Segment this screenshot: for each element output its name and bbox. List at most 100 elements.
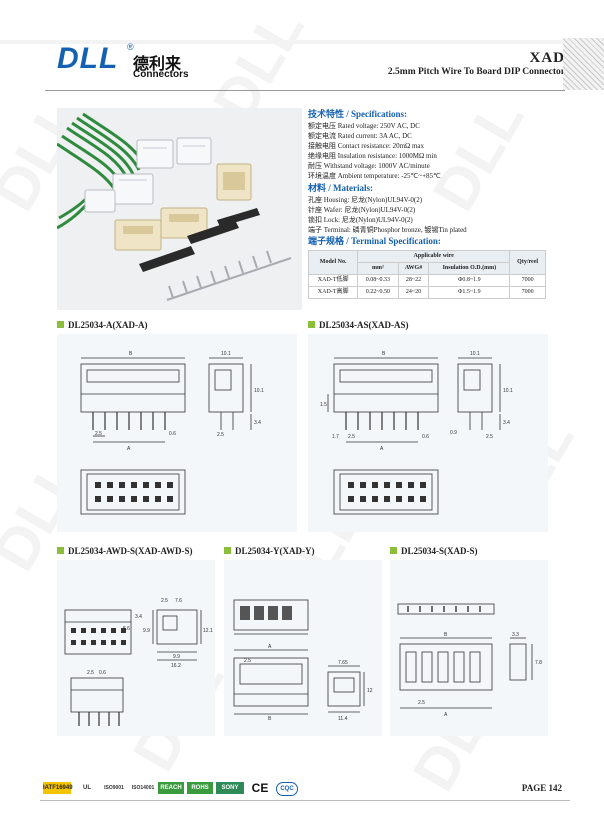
cell-qty: 7000 bbox=[509, 273, 546, 287]
title-square-icon bbox=[308, 321, 315, 328]
dimension-label: 1.7 bbox=[332, 434, 339, 440]
cell-od: Φ0.8~1.9 bbox=[428, 273, 511, 287]
table-header-qty: Qty/reel bbox=[509, 249, 546, 275]
dimension-label: A bbox=[380, 446, 384, 452]
product-photo bbox=[57, 108, 302, 310]
dimension-label: A bbox=[444, 712, 448, 718]
dimension-label: A bbox=[127, 446, 131, 452]
drawing-panel-awd: 2.5 7.6 3.4 9.9 12.1 9.9 16.2 2.5 0.6 5.… bbox=[57, 560, 215, 736]
dimension-label: 7.6 bbox=[175, 598, 182, 604]
title-square-icon bbox=[390, 547, 397, 554]
registered-mark: ® bbox=[127, 42, 134, 52]
dimension-label: 2.5 bbox=[486, 434, 493, 440]
dimension-label: 3.4 bbox=[503, 420, 510, 426]
dimension-label: 2.5 bbox=[217, 432, 224, 438]
dimension-label: 9.9 bbox=[173, 654, 180, 660]
dimension-label: 10.1 bbox=[503, 388, 513, 394]
dimension-label: 2.5 bbox=[87, 670, 94, 676]
material-line: 孔座 Housing: 尼龙(Nylon)UL94V-0(2) bbox=[308, 195, 423, 204]
table-header-model: Model No. bbox=[307, 249, 359, 275]
dimension-label: 7.8 bbox=[535, 660, 542, 666]
page-number: PAGE 142 bbox=[521, 783, 562, 793]
table-header-od: Insulation O.D.(mm) bbox=[428, 261, 511, 275]
cell-awg: 28~22 bbox=[397, 273, 430, 287]
reach-cert-badge: REACH bbox=[158, 782, 184, 794]
header-stripe bbox=[0, 40, 604, 44]
iatf-cert-badge: IATF16949 bbox=[43, 782, 73, 794]
spec-line: 额定电压 Rated voltage: 250V AC, DC bbox=[308, 122, 420, 130]
iso9001-cert-badge: ISO9001 bbox=[104, 785, 124, 791]
drawing-title-text: DL25034-A(XAD-A) bbox=[68, 320, 148, 330]
drawing-title-y: DL25034-Y(XAD-Y) bbox=[224, 546, 315, 556]
hatch-decoration bbox=[563, 38, 604, 90]
table-header-applicable: Applicable wire bbox=[357, 249, 511, 263]
material-line: 针座 Wafer: 尼龙(Nylon)UL94V-0(2) bbox=[308, 205, 416, 214]
dimension-label: 0.6 bbox=[99, 670, 106, 676]
drawing-panel-s: B A 2.5 3.3 7.8 bbox=[390, 560, 548, 736]
dimension-label: 12.1 bbox=[203, 628, 213, 634]
dimension-label: 9.9 bbox=[143, 628, 150, 634]
dimension-label: B bbox=[444, 632, 448, 638]
cell-awg: 24~20 bbox=[397, 285, 430, 299]
dimension-label: B bbox=[382, 351, 386, 357]
dimension-label: B bbox=[268, 716, 272, 722]
materials-heading: 材料 / Materials: bbox=[308, 182, 373, 193]
dimension-label: 2.5 bbox=[95, 431, 102, 437]
dimension-label: 10.1 bbox=[221, 351, 231, 357]
title-square-icon bbox=[57, 547, 64, 554]
series-title: XAD bbox=[529, 50, 565, 66]
sony-cert-badge: SONY bbox=[216, 782, 244, 794]
table-row: XAD-T高脚 0.22~0.50 24~20 Φ1.5~1.9 7000 bbox=[307, 285, 546, 299]
table-header-mm: mm² bbox=[357, 261, 399, 275]
dimension-label: 5.6 bbox=[123, 626, 130, 632]
brand-logo: DLL bbox=[57, 42, 119, 75]
drawing-title-text: DL25034-Y(XAD-Y) bbox=[235, 546, 315, 556]
terminal-spec-table: Model No. Applicable wire Qty/reel mm² A… bbox=[307, 249, 546, 299]
dimension-label: 16.2 bbox=[171, 663, 181, 669]
dimension-label: 7.65 bbox=[338, 660, 348, 666]
dimension-label: 3.3 bbox=[512, 632, 519, 638]
dimension-label: 2.5 bbox=[244, 658, 251, 664]
title-square-icon bbox=[57, 321, 64, 328]
material-line: 端子 Terminal: 磷青铜Phosphor bronze, 镀锡Tin p… bbox=[308, 225, 467, 234]
dimension-label: 10.1 bbox=[470, 351, 480, 357]
cell-od: Φ1.5~1.9 bbox=[428, 285, 511, 299]
cell-mm: 0.22~0.50 bbox=[357, 285, 399, 299]
drawing-title-text: DL25034-AS(XAD-AS) bbox=[319, 320, 409, 330]
rohs-cert-badge: ROHS bbox=[187, 782, 213, 794]
spec-line: 接触电阻 Contact resistance: 20mΩ max bbox=[308, 142, 425, 151]
cell-model: XAD-T高脚 bbox=[307, 285, 359, 299]
cell-qty: 7000 bbox=[509, 285, 546, 299]
drawing-title-a: DL25034-A(XAD-A) bbox=[57, 320, 148, 330]
cqc-cert-badge: CQC bbox=[276, 782, 298, 796]
dimension-label: B bbox=[129, 351, 133, 357]
drawing-title-s: DL25034-S(XAD-S) bbox=[390, 546, 478, 556]
spec-line: 环境温度 Ambient temperature: -25℃~+85℃ bbox=[308, 172, 441, 181]
brand-chinese-name: 德利来 bbox=[133, 54, 182, 73]
footer-divider bbox=[40, 800, 570, 801]
cell-mm: 0.08~0.33 bbox=[357, 273, 399, 287]
drawing-title-as: DL25034-AS(XAD-AS) bbox=[308, 320, 409, 330]
spec-line: 耐压 Withstand voltage: 1000V AC/minute bbox=[308, 162, 430, 171]
table-header-awg: AWG# bbox=[397, 261, 430, 275]
drawing-title-awd: DL25034-AWD-S(XAD-AWD-S) bbox=[57, 546, 193, 556]
dimension-label: A bbox=[268, 644, 272, 650]
spec-line: 额定电流 Rated current: 3A AC, DC bbox=[308, 132, 412, 141]
dimension-label: 0.6 bbox=[422, 434, 429, 440]
dimension-label: 2.5 bbox=[161, 598, 168, 604]
series-subtitle: 2.5mm Pitch Wire To Board DIP Connector bbox=[387, 67, 565, 77]
drawing-title-text: DL25034-AWD-S(XAD-AWD-S) bbox=[68, 546, 193, 556]
title-square-icon bbox=[224, 547, 231, 554]
specifications-block: 技术特性 / Specifications: 额定电压 Rated voltag… bbox=[307, 108, 546, 299]
drawing-title-text: DL25034-S(XAD-S) bbox=[401, 546, 478, 556]
dimension-label: 10.1 bbox=[254, 388, 264, 394]
dimension-label: 2.5 bbox=[348, 434, 355, 440]
material-line: 锁扣 Lock: 尼龙(Nylon)UL94V-0(2) bbox=[308, 215, 413, 224]
specifications-heading: 技术特性 / Specifications: bbox=[308, 109, 407, 119]
drawing-panel-as: B A 1.7 2.5 0.6 1.5 10.1 10.1 0.9 2.5 3.… bbox=[308, 334, 548, 532]
spec-line: 绝缘电阻 Insulation resistance: 1000MΩ min bbox=[308, 152, 437, 161]
dimension-label: 11.4 bbox=[338, 716, 348, 722]
terminal-spec-heading: 端子规格 / Terminal Specification: bbox=[308, 235, 441, 246]
dimension-label: 0.9 bbox=[450, 430, 457, 436]
drawing-panel-y: A B 2.5 7.65 12 11.4 bbox=[224, 560, 382, 736]
